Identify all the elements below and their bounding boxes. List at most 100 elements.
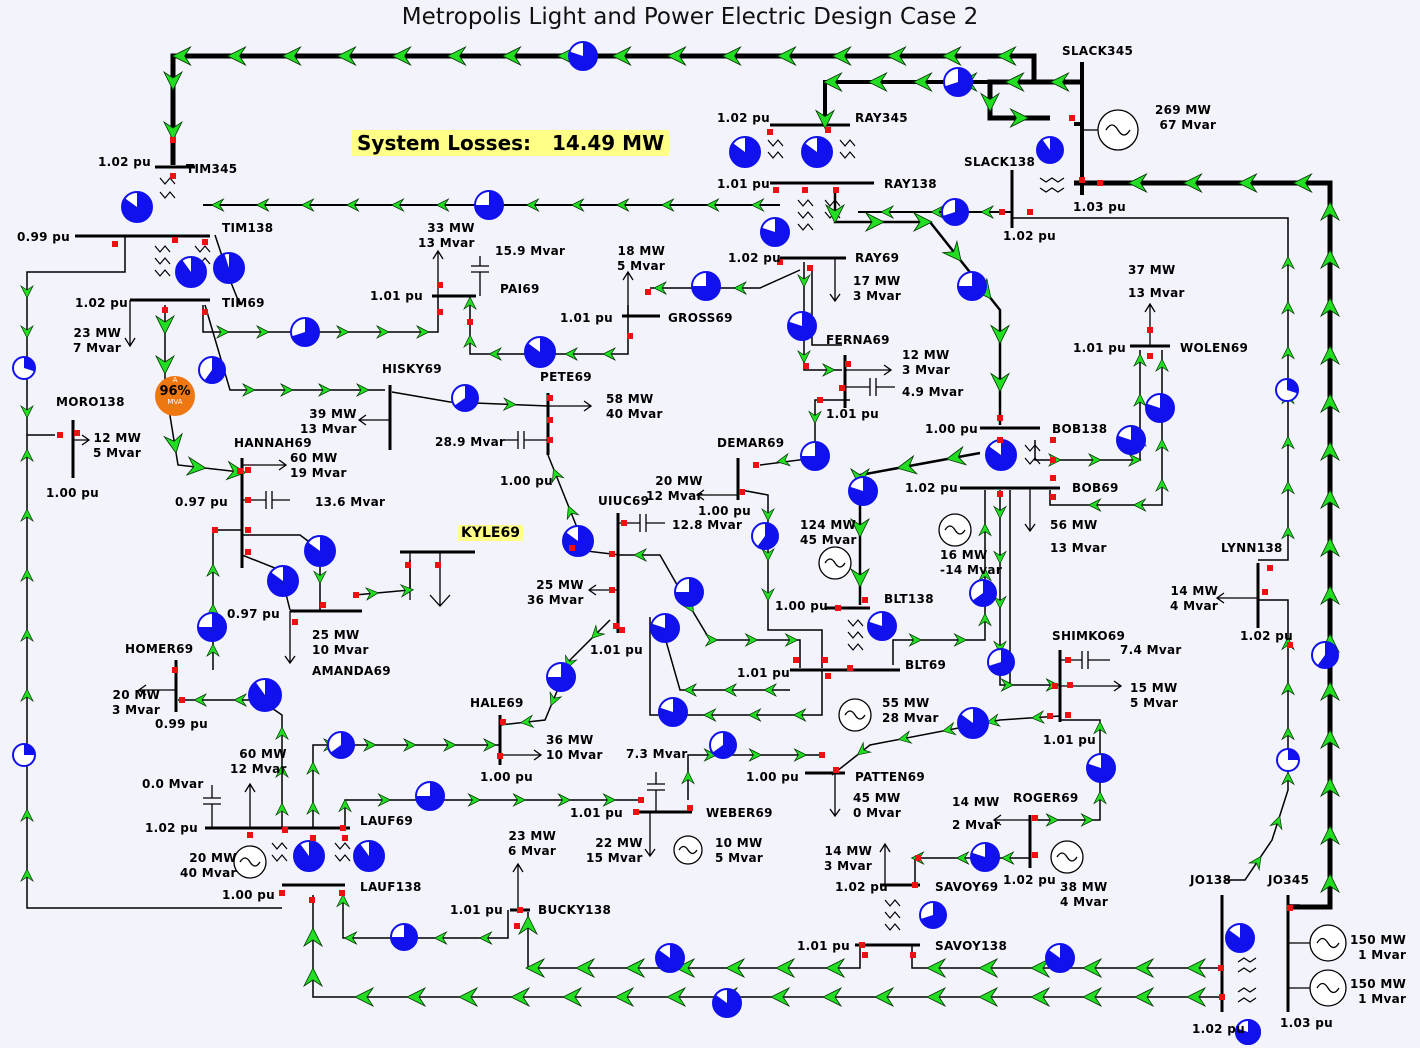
breaker xyxy=(1050,457,1056,463)
bus-name-uiuc69[interactable]: UIUC69 xyxy=(598,494,650,508)
bus-name-hale69[interactable]: HALE69 xyxy=(470,696,524,710)
bus-pu-lauf69: 1.02 pu xyxy=(145,821,199,835)
breaker xyxy=(547,437,553,443)
bus-name-bob69[interactable]: BOB69 xyxy=(1072,481,1119,495)
overload-indicator[interactable]: A 96% MVA xyxy=(155,376,195,416)
bus-name-jo138[interactable]: JO138 xyxy=(1190,873,1232,887)
breaker xyxy=(202,239,208,245)
breaker xyxy=(282,827,288,833)
bus-name-tim345[interactable]: TIM345 xyxy=(186,162,238,176)
kyle69-highlight[interactable]: KYLE69 xyxy=(458,525,523,541)
bus-name-slack138[interactable]: SLACK138 xyxy=(964,155,1036,169)
bus-pu-pai69: 1.01 pu xyxy=(370,289,424,303)
flow-pie-fill xyxy=(569,41,598,71)
bus-name-blt138[interactable]: BLT138 xyxy=(884,592,934,606)
bus-name-ferna69[interactable]: FERNA69 xyxy=(826,333,890,347)
bus-name-ray345[interactable]: RAY345 xyxy=(855,111,908,125)
breaker xyxy=(437,309,443,315)
bus-pu-savoy138: 1.01 pu xyxy=(797,939,851,953)
bus-name-demar69[interactable]: DEMAR69 xyxy=(717,436,785,450)
flow-pie-fill xyxy=(204,357,225,384)
breaker xyxy=(245,527,251,533)
breaker xyxy=(803,363,809,369)
cap-hannah69: 13.6 Mvar xyxy=(315,495,386,509)
breaker xyxy=(819,752,825,758)
breaker xyxy=(245,467,251,473)
flow-pie-fill xyxy=(293,841,324,872)
bus-name-hannah69[interactable]: HANNAH69 xyxy=(234,436,312,450)
flow-pie-fill xyxy=(267,566,298,597)
generator-symbols xyxy=(233,109,1347,1007)
breaker xyxy=(833,767,839,773)
bus-name-weber69[interactable]: WEBER69 xyxy=(706,806,773,820)
flow-arrow xyxy=(853,742,871,760)
breaker xyxy=(74,430,80,436)
breaker xyxy=(627,333,633,339)
flow-pie-fill xyxy=(198,613,226,641)
flow-pie-fill xyxy=(757,523,778,549)
flow-pie-fill xyxy=(391,924,417,950)
bus-name-bob138[interactable]: BOB138 xyxy=(1052,422,1108,436)
flow-pie-fill xyxy=(1146,394,1175,422)
bus-pu-uiuc69: 1.01 pu xyxy=(590,643,644,657)
bus-name-moro138[interactable]: MORO138 xyxy=(56,395,125,409)
bus-name-pai69[interactable]: PAI69 xyxy=(500,282,540,296)
breaker xyxy=(1027,209,1033,215)
breaker xyxy=(1218,965,1224,971)
flow-arrow xyxy=(186,456,208,478)
breaker xyxy=(1065,712,1071,718)
bus-name-jo345[interactable]: JO345 xyxy=(1268,873,1310,887)
breaker xyxy=(245,549,251,555)
breaker xyxy=(245,497,251,503)
cap-lauf69: 0.0 Mvar xyxy=(142,777,204,791)
bus-name-savoy138[interactable]: SAVOY138 xyxy=(935,939,1008,953)
breaker xyxy=(609,551,615,557)
bus-pu-tim69: 1.02 pu xyxy=(75,296,129,310)
flow-pie-fill xyxy=(971,843,1000,871)
bus-name-lauf138[interactable]: LAUF138 xyxy=(360,880,422,894)
bus-name-lauf69[interactable]: LAUF69 xyxy=(360,814,414,828)
bus-name-patten69[interactable]: PATTEN69 xyxy=(855,770,926,784)
breaker xyxy=(802,187,808,193)
bus-name-blt69[interactable]: BLT69 xyxy=(905,658,947,672)
bus-name-tim138[interactable]: TIM138 xyxy=(222,221,274,235)
bus-name-amanda69[interactable]: AMANDA69 xyxy=(312,664,391,678)
breaker xyxy=(279,890,285,896)
bus-name-wolen69[interactable]: WOLEN69 xyxy=(1180,341,1249,355)
bus-name-ray138[interactable]: RAY138 xyxy=(884,177,937,191)
flow-pie-fill xyxy=(175,257,206,288)
flow-pie-fill xyxy=(1045,944,1074,972)
bus-name-ray69[interactable]: RAY69 xyxy=(855,251,900,265)
flow-pie-fill xyxy=(729,137,760,168)
bus-name-shimko69[interactable]: SHIMKO69 xyxy=(1052,629,1126,643)
breaker xyxy=(112,241,118,247)
bus-name-bucky138[interactable]: BUCKY138 xyxy=(538,903,612,917)
flow-pie-fill xyxy=(547,663,575,691)
bus-name-roger69[interactable]: ROGER69 xyxy=(1013,791,1079,805)
gen-slack345: 269 MW 67 Mvar xyxy=(1155,103,1217,132)
bus-pu-savoy69: 1.02 pu xyxy=(835,880,889,894)
flow-pie-fill xyxy=(291,318,320,346)
bus-name-slack345[interactable]: SLACK345 xyxy=(1062,44,1134,58)
bus-name-savoy69[interactable]: SAVOY69 xyxy=(935,880,999,894)
breaker xyxy=(1262,589,1268,595)
bus-name-hisky69[interactable]: HISKY69 xyxy=(382,362,442,376)
bus-name-tim69[interactable]: TIM69 xyxy=(222,296,265,310)
bus-name-gross69[interactable]: GROSS69 xyxy=(668,311,733,325)
breaker xyxy=(862,597,868,603)
cap-shimko69: 7.4 Mvar xyxy=(1120,643,1182,657)
bus-name-pete69[interactable]: PETE69 xyxy=(540,370,592,384)
bus-name-lynn138[interactable]: LYNN138 xyxy=(1221,541,1283,555)
breaker xyxy=(237,468,243,474)
bus-name-homer69[interactable]: HOMER69 xyxy=(125,642,194,656)
flow-pie-fill xyxy=(524,337,555,368)
breaker xyxy=(1065,657,1071,663)
breaker xyxy=(1050,437,1056,443)
